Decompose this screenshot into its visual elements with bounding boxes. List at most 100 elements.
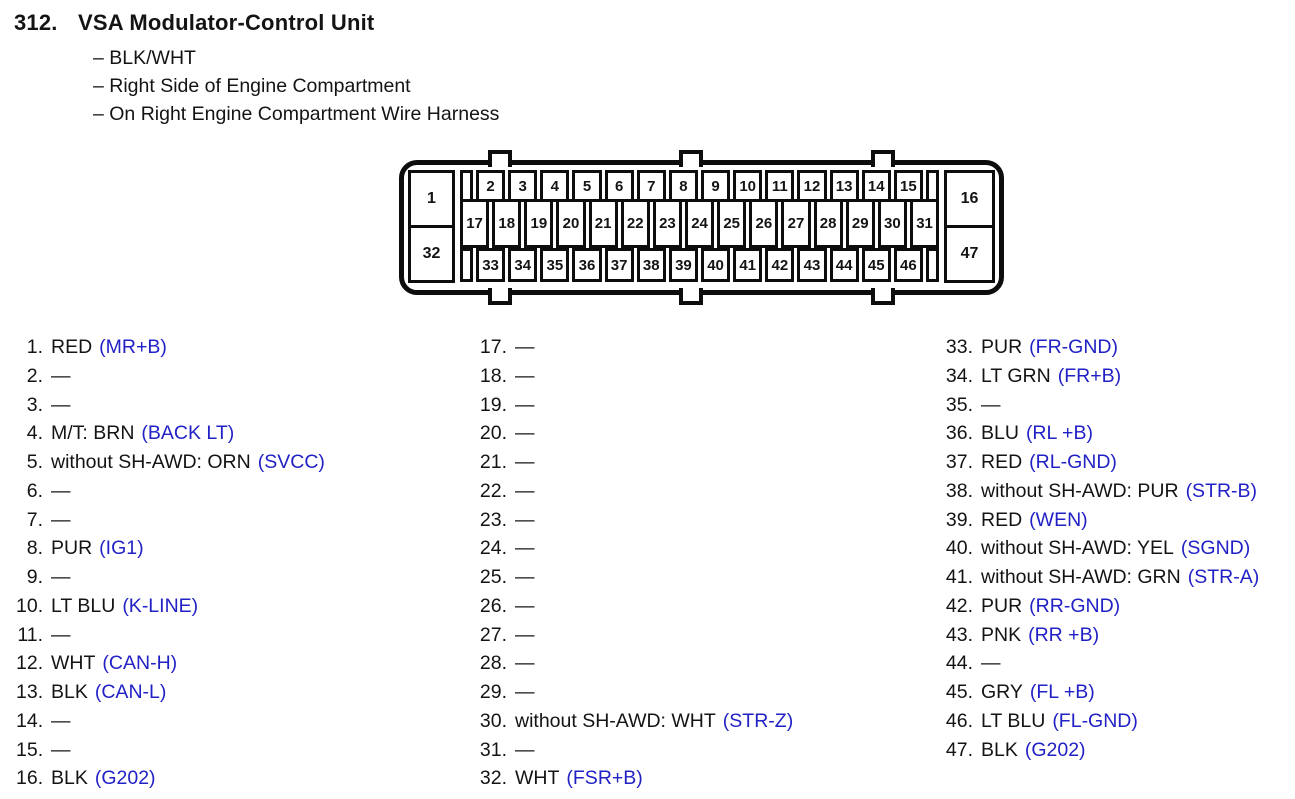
pin-row: 4.M/T: BRN(BACK LT) [16,419,461,448]
connector-pin-cell: 37 [604,248,634,282]
pin-list-column-1: 1.RED(MR+B) 2.— 3.— 4.M/T: BRN(BACK LT) … [16,333,461,793]
pin-wire-color: — [515,537,535,560]
connector-pin-cell: 12 [797,170,827,202]
pin-wire-color: — [51,738,71,761]
pin-wire-color: without SH-AWD: WHT [515,709,716,732]
pin-number: 35. [945,393,973,416]
pin-list-column-3: 33.PUR(FR-GND) 34.LT GRN(FR+B) 35.— 36.B… [928,333,1295,764]
pin-number: 20. [479,422,507,445]
pin-wire-color: LT BLU [51,594,116,617]
connector-pin-cell: 18 [492,199,522,248]
pin-row: 21.— [463,448,903,477]
pin-number: 9. [26,566,43,588]
header-detail-line: – On Right Engine Compartment Wire Harne… [93,103,500,126]
pin-row: 25.— [463,563,903,592]
pin-number: 28. [479,652,507,675]
connector-tab-icon [871,288,895,305]
pin-terminal-name: (CAN-L) [94,681,167,703]
connector-pin-cell: 40 [700,248,731,282]
pin-terminal-name: (SVCC) [257,451,325,473]
pin-wire-color: — [51,393,71,416]
connector-pin-cell: 19 [524,199,554,248]
pin-wire-color: — [515,681,535,703]
connector-pin-cell: 10 [733,170,763,202]
pin-wire-color: RED [981,508,1023,531]
connector-pin-cell: 26 [749,199,779,248]
pin-number: 7. [26,508,43,531]
connector-pin-cell: 15 [893,170,923,202]
pin-wire-color: — [515,738,535,761]
pin-row: 45.GRY(FL +B) [928,678,1295,707]
pin-row: 16.BLK(G202) [16,764,461,793]
connector-pin-cell: 13 [829,170,859,202]
pin-wire-color: — [515,566,535,588]
pin-wire-color: — [515,422,535,445]
section-header: 312.VSA Modulator-Control Unit – BLK/WHT… [14,10,499,129]
pin-row: 7. — [16,506,461,535]
pin-row: 19.— [463,391,903,420]
pin-wire-color: PUR [981,594,1023,617]
connector-pin-cell: 8 [668,170,698,202]
pin-terminal-name: (RL-GND) [1029,451,1117,473]
pin-row: 11.— [16,621,461,650]
pin-terminal-name: (STR-Z) [722,709,794,732]
pin-wire-color: — [981,652,1001,675]
pin-row: 9.— [16,563,461,592]
pin-number: 37. [945,451,973,473]
pin-row: 29.— [463,678,903,707]
pin-terminal-name: (MR+B) [99,336,167,358]
pin-wire-color: — [515,364,535,387]
pin-number: 32. [479,767,507,790]
pin-wire-color: PUR [981,336,1023,358]
pin-terminal-name: (FR+B) [1057,364,1122,387]
connector-pin-cell: 6 [604,170,634,202]
pin-terminal-name: (FSR+B) [566,767,643,790]
pin-number: 21. [479,451,507,473]
connector-pin-cell: 9 [700,170,731,202]
pin-row: 42.PUR(RR-GND) [928,592,1295,621]
pin-terminal-name: (STR-A) [1187,566,1260,588]
pin-terminal-name: (CAN-H) [102,652,178,675]
pin-row: 28.— [463,649,903,678]
pin-wire-color: — [51,508,71,531]
connector-pin-cell: 22 [620,199,650,248]
pin-wire-color: — [515,594,535,617]
pin-number: 36. [945,422,973,445]
pin-number: 40. [945,537,973,560]
pin-row: 15.— [16,736,461,765]
pin-number: 43. [945,623,973,646]
pin-terminal-name: (WEN) [1029,508,1088,531]
pin-row: 17.— [463,333,903,362]
connector-pin-cell: 7 [636,170,666,202]
pin-wire-color: — [515,336,535,358]
connector-pin-cell: 38 [636,248,666,282]
pin-number: 30. [479,709,507,732]
pin-terminal-name: (RL +B) [1025,422,1093,445]
connector-pin-cell: 44 [829,248,859,282]
pin-terminal-name: (FL +B) [1029,681,1095,703]
connector-tab-icon [679,288,703,305]
pin-number: 31. [479,738,507,761]
connector-pin-cell: 16 [944,170,995,228]
connector-pin-cell: 41 [733,248,763,282]
connector-left-column: 1 32 [408,170,455,283]
pin-wire-color: WHT [515,767,560,790]
connector-pin-cell: 23 [652,199,682,248]
pin-number: 5. [26,451,43,473]
connector-pin-cell: 1 [408,170,455,228]
pin-number: 27. [479,623,507,646]
pin-terminal-name: (SGND) [1180,537,1251,560]
pin-terminal-name: (RR +B) [1028,623,1100,646]
pin-wire-color: — [981,393,1001,416]
connector-right-column: 16 47 [944,170,995,283]
connector-pin-cell: 29 [845,199,875,248]
pin-number: 8. [26,537,43,560]
pin-wire-color: — [515,623,535,646]
pin-row: 14.— [16,707,461,736]
pin-wire-color: — [51,709,71,732]
pin-number: 38. [945,479,973,502]
pin-row: 20. — [463,419,903,448]
section-title-line: 312.VSA Modulator-Control Unit [14,10,499,36]
pin-wire-color: — [515,393,535,416]
